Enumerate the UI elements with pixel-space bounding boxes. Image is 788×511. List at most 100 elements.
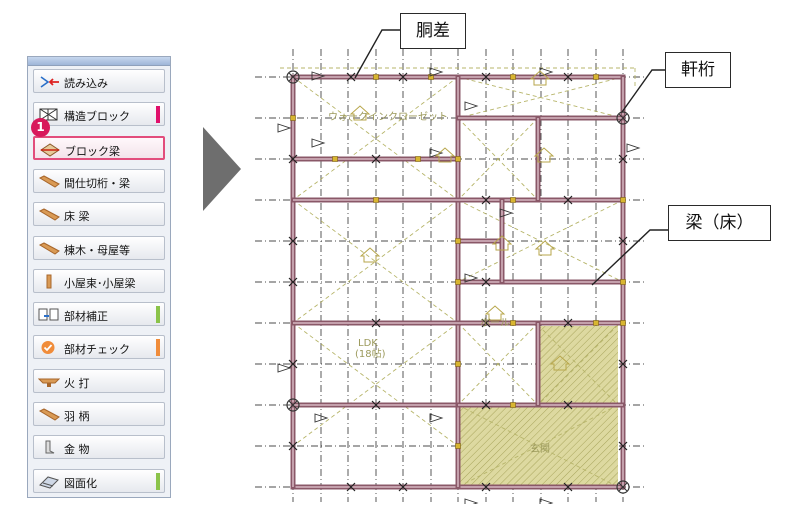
check-icon [38, 340, 60, 355]
brace-triangle [626, 143, 641, 153]
joint-mark [510, 320, 516, 326]
corner-cross [618, 482, 628, 492]
cross-mark [288, 277, 298, 287]
corner-circle [286, 398, 300, 412]
post-icon [38, 274, 60, 289]
room-label: (18帖) [355, 347, 386, 360]
member-correct-icon [38, 307, 60, 322]
brace-triangle [464, 101, 479, 111]
cross-mark [618, 236, 628, 246]
beam-marks [277, 67, 641, 504]
panel-button-label: 部材チェック [64, 343, 130, 357]
room-label: 玄関 [530, 442, 550, 455]
dashed-line [457, 322, 539, 406]
cross-mark [288, 359, 298, 369]
panel-button-10[interactable]: 火 打 [33, 368, 165, 393]
cross-mark [618, 441, 628, 451]
room-label: ホール [480, 317, 510, 329]
panel-button-label: 小屋束･小屋梁 [64, 276, 136, 290]
joint-mark [455, 156, 461, 162]
brace-triangle [277, 363, 292, 373]
panel-button-label: 構造ブロック [64, 110, 130, 124]
arrow-in-icon [38, 74, 60, 89]
brace-triangle [311, 138, 326, 148]
cross-mark [481, 195, 491, 205]
cross-mark [398, 72, 408, 82]
category-color-strip [156, 472, 160, 490]
corner-cross [618, 113, 628, 123]
room-label: ウォークインクローゼット [328, 111, 448, 123]
panel-button-label: 読み込み [64, 77, 108, 90]
block-beam-icon [39, 142, 61, 157]
arrow-glyph [534, 240, 556, 256]
joint-mark [373, 74, 379, 80]
room-label: LDK [358, 338, 378, 349]
arrow-glyph [549, 355, 571, 371]
cross-mark [398, 482, 408, 492]
joint-mark [290, 115, 296, 121]
dashed-line [457, 404, 619, 488]
joint-mark [373, 197, 379, 203]
cross-mark [371, 154, 381, 164]
panel-button-2[interactable]: 構造ブロック [33, 102, 165, 127]
beam-icon [38, 207, 60, 222]
category-color-strip [156, 106, 160, 124]
panel-button-1[interactable]: 読み込み [33, 69, 165, 93]
step-badge: 1 [31, 118, 50, 137]
panel-button-13[interactable]: 図面化 [33, 468, 165, 493]
cross-mark [563, 72, 573, 82]
callout-nokigeta: 軒桁 [665, 52, 731, 88]
panel-button-11[interactable]: 羽 柄 [33, 402, 165, 426]
panel-button-label: ブロック梁 [65, 144, 120, 158]
joint-mark [332, 156, 338, 162]
panel-button-8[interactable]: 部材補正 [33, 302, 165, 327]
dashed-line [292, 322, 459, 447]
cross-mark [371, 318, 381, 328]
brace-triangle [314, 413, 329, 423]
brace-triangle [429, 67, 444, 77]
callout-dousa: 胴差 [400, 13, 466, 49]
panel-button-9[interactable]: 部材チェック [33, 335, 165, 360]
brace-triangle [499, 208, 514, 218]
arrow-glyph [434, 147, 456, 163]
joint-mark [620, 320, 626, 326]
panel-button-label: 床 梁 [64, 210, 90, 224]
cross-mark [346, 72, 356, 82]
dashed-line [292, 76, 459, 201]
brace-triangle [464, 273, 479, 283]
arrow-glyph [484, 305, 506, 321]
dashed-line [457, 76, 624, 119]
joint-mark [455, 279, 461, 285]
brace-triangle [277, 123, 292, 133]
joint-mark [593, 320, 599, 326]
panel-button-5[interactable]: 床 梁 [33, 202, 165, 227]
corner-cross [288, 72, 298, 82]
cross-mark [481, 400, 491, 410]
cross-mark [563, 400, 573, 410]
dashed-line [457, 199, 624, 283]
dashed-line [537, 324, 619, 406]
right-arrow-icon [203, 127, 241, 211]
joint-mark [455, 238, 461, 244]
brace-triangle [311, 71, 326, 81]
cross-mark [288, 236, 298, 246]
panel-button-label: 金 物 [64, 443, 90, 457]
cross-mark [563, 318, 573, 328]
panel-button-12[interactable]: 金 物 [33, 435, 165, 460]
panel-button-4[interactable]: 間仕切桁・梁 [33, 168, 165, 193]
panel-button-3[interactable]: ブロック梁 [33, 135, 165, 160]
joint-mark [510, 197, 516, 203]
cross-mark [563, 195, 573, 205]
dashed-line [457, 404, 619, 488]
category-color-strip [156, 339, 160, 357]
cross-mark [618, 154, 628, 164]
cross-mark [481, 72, 491, 82]
category-color-strip [156, 306, 160, 324]
cross-mark [288, 154, 298, 164]
panel-button-6[interactable]: 棟木・母屋等 [33, 235, 165, 260]
beam-icon [38, 174, 60, 189]
panel-button-7[interactable]: 小屋束･小屋梁 [33, 268, 165, 293]
